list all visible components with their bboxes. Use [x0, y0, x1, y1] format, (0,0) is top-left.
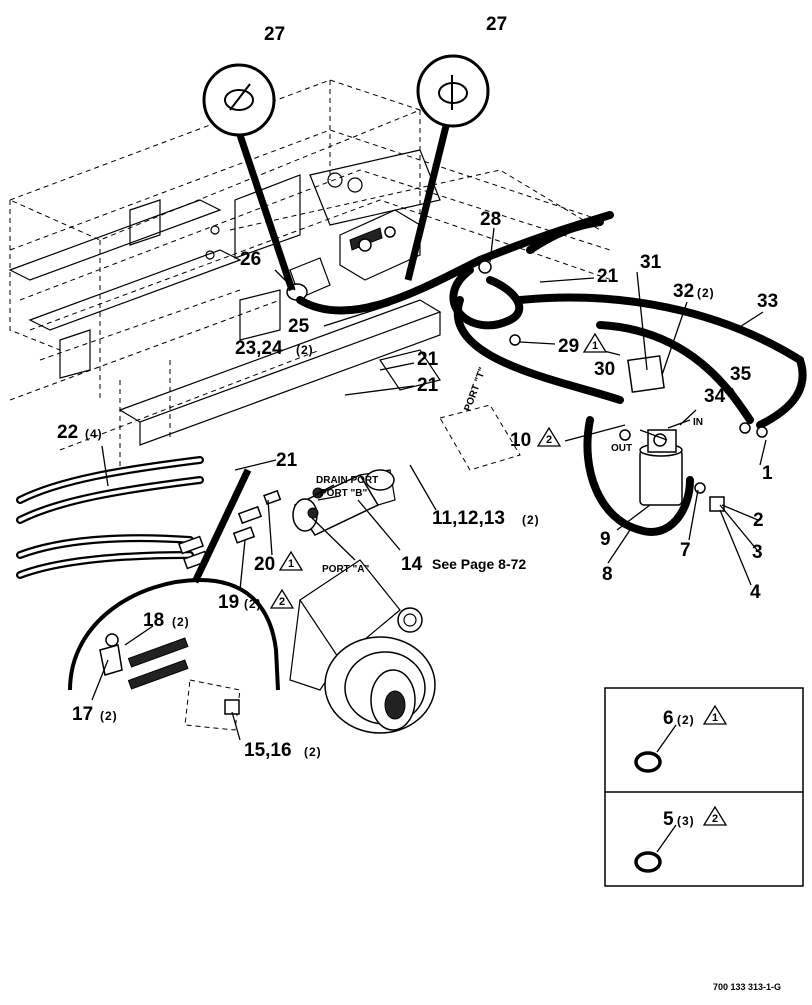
drain-port-label: DRAIN PORT [316, 475, 378, 486]
callout-14: 14 [401, 554, 423, 575]
callout-23-24: 23,24 [235, 338, 283, 359]
callout-23-24-qty: (2) [296, 343, 314, 357]
callout-28: 28 [480, 209, 501, 230]
detail-27-left [202, 63, 296, 292]
callout-22: 22 [57, 422, 78, 443]
callout-19-qty: (2) [244, 597, 262, 611]
out-label: OUT [611, 443, 632, 454]
callout-14-see-page: See Page 8-72 [432, 556, 526, 572]
callout-32-qty: (2) [697, 286, 715, 300]
callout-20: 20 [254, 554, 275, 575]
callout-26: 26 [240, 249, 261, 270]
callout-32: 32 [673, 281, 694, 302]
revision-triangle-icon [278, 550, 304, 571]
in-label: IN [693, 417, 703, 428]
revision-triangle-icon [702, 805, 728, 826]
callout-30: 30 [594, 359, 615, 380]
callout-21-d: 21 [276, 450, 298, 471]
callout-5-note: 2 [712, 813, 718, 825]
callout-15-16-qty: (2) [304, 745, 322, 759]
hose-routing [16, 211, 807, 579]
manifold-plate [439, 404, 521, 471]
callout-20-note: 1 [288, 558, 294, 570]
detail-clamp-arc [68, 468, 280, 731]
callout-15-16: 15,16 [244, 740, 292, 761]
callout-8: 8 [602, 564, 613, 585]
revision-triangle-icon [269, 588, 295, 609]
detail-27-right [404, 54, 490, 281]
callout-2: 2 [753, 510, 764, 531]
callout-4: 4 [750, 582, 761, 603]
revision-triangle-icon [702, 704, 728, 725]
revision-triangle-icon [582, 332, 608, 353]
callout-11-12-13-qty: (2) [522, 513, 540, 527]
callout-27-right: 27 [486, 14, 507, 35]
callout-21-c: 21 [417, 375, 439, 396]
callout-21-a: 21 [597, 266, 619, 287]
callout-21-b: 21 [417, 349, 439, 370]
callout-10-note: 2 [546, 434, 552, 446]
callout-33: 33 [757, 291, 778, 312]
callout-35: 35 [730, 364, 752, 385]
callout-9: 9 [600, 529, 611, 550]
callout-19-note: 2 [279, 596, 285, 608]
port-b-label: PORT "B" [320, 488, 368, 499]
callout-labels: 27 27 28 31 32 (2) 33 26 21 25 23,24 (2)… [57, 14, 778, 830]
callout-34: 34 [704, 386, 726, 407]
callout-3: 3 [752, 542, 763, 563]
figure-reference-number: 700 133 313-1-G [713, 982, 781, 992]
callout-10: 10 [510, 430, 531, 451]
filter-assembly [478, 260, 768, 512]
callout-18-qty: (2) [172, 615, 190, 629]
chassis-frame [8, 79, 613, 470]
callout-22-qty: (4) [85, 427, 103, 441]
callout-17-qty: (2) [100, 709, 118, 723]
leader-lines [91, 227, 767, 741]
oring-legend-box [604, 687, 804, 887]
callout-25: 25 [288, 316, 310, 337]
revision-triangle-icon [536, 426, 562, 447]
callout-7: 7 [680, 540, 691, 561]
callout-29-note: 1 [592, 340, 598, 352]
port-a-label: PORT "A" [322, 564, 370, 575]
callout-17: 17 [72, 704, 93, 725]
pump-assembly [286, 209, 421, 301]
callout-6-qty: (2) [677, 713, 695, 727]
callout-18: 18 [143, 610, 164, 631]
callout-5-qty: (3) [677, 814, 695, 828]
callout-1: 1 [762, 463, 773, 484]
wheel-hub [289, 559, 436, 734]
callout-29: 29 [558, 336, 579, 357]
callout-27-left: 27 [264, 24, 285, 45]
fittings [177, 489, 282, 570]
callout-19: 19 [218, 592, 239, 613]
callout-6-note: 1 [712, 712, 718, 724]
callout-11-12-13: 11,12,13 [432, 508, 505, 529]
callout-5: 5 [663, 809, 674, 830]
callout-31: 31 [640, 252, 662, 273]
callout-6: 6 [663, 708, 674, 729]
